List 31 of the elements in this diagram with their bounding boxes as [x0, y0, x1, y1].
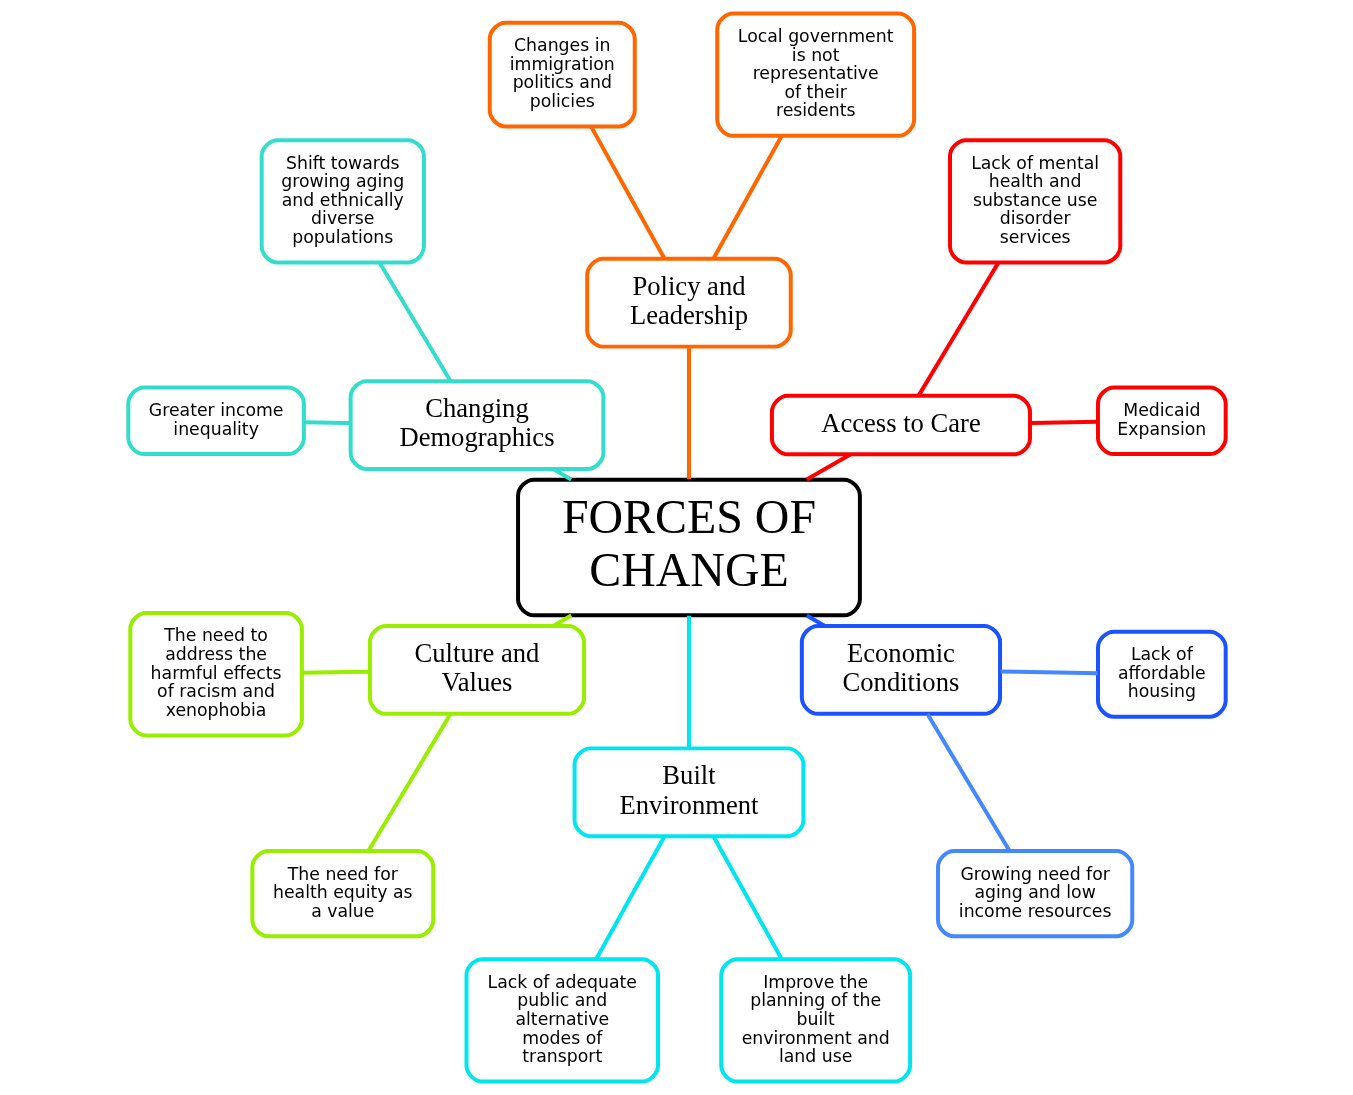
node-box: Shift towards growing aging and ethnically diverse populations [259, 138, 426, 265]
node-box: Changes in immigration politics and policies [487, 20, 637, 129]
node-box: Local government is not representative of their residents [714, 11, 916, 138]
connector [686, 615, 691, 749]
connector [916, 261, 1000, 397]
node-box: The need to address the harmful effects of racism and xenophobia [127, 611, 304, 738]
node-box: Greater income inequality [125, 385, 306, 457]
node-box: Improve the planning of the built environment and land use [718, 957, 912, 1084]
node-box: Economic Conditions [799, 624, 1002, 716]
node-box: Lack of affordable housing [1095, 629, 1228, 719]
connector [303, 420, 350, 425]
node-box: Medicaid Expansion [1095, 385, 1228, 457]
connector [377, 261, 452, 382]
connector [711, 835, 783, 960]
connector [301, 669, 370, 675]
node-box: Culture and Values [367, 624, 586, 716]
connector [589, 125, 666, 260]
node-box: Lack of mental health and substance use disorder services [947, 138, 1122, 265]
node-box: Access to Care [769, 393, 1032, 457]
node-box: Policy and Leadership [584, 256, 793, 349]
connector [686, 346, 691, 480]
node-box: Changing Demographics [348, 379, 605, 471]
connector [1029, 419, 1098, 425]
connector [999, 669, 1098, 676]
connector [594, 835, 666, 960]
node-box: Built Environment [572, 746, 805, 839]
connector [711, 135, 783, 260]
node-box: Growing need for aging and low income resources [935, 849, 1134, 939]
node-box: The need for health equity as a value [249, 849, 435, 939]
node-box: Lack of adequate public and alternative modes of transport [464, 957, 660, 1084]
node-box: FORCES OF CHANGE [515, 477, 862, 618]
